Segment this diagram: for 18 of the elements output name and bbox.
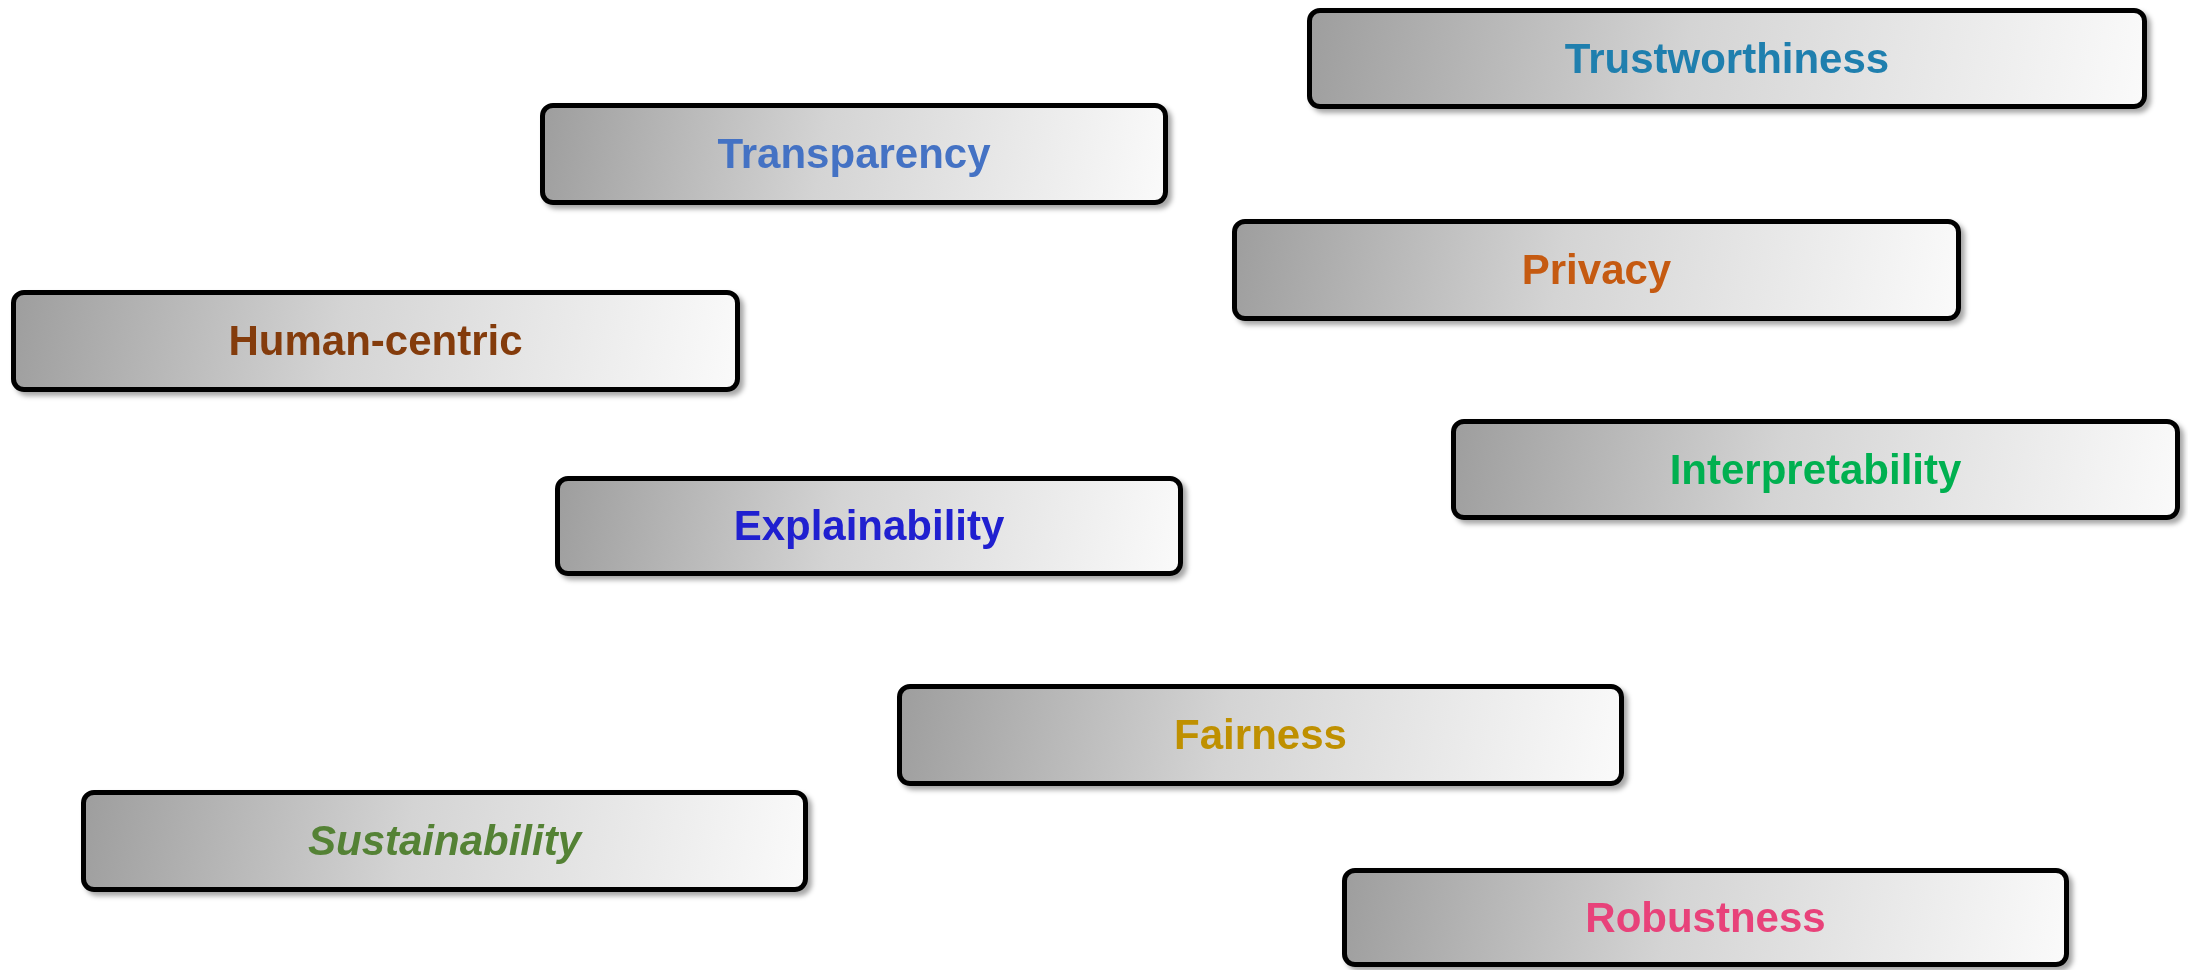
label-box bbox=[897, 684, 1624, 786]
box-label: Transparency bbox=[717, 130, 991, 178]
label-box bbox=[1307, 8, 2147, 109]
box-label: Robustness bbox=[1585, 893, 1826, 942]
box-label: Trustworthiness bbox=[1564, 34, 1890, 83]
box-label: Fairness bbox=[1174, 711, 1347, 759]
label-box bbox=[1451, 419, 2180, 520]
box-label: Human-centric bbox=[228, 317, 523, 365]
label-box bbox=[555, 476, 1183, 576]
label-box bbox=[1342, 868, 2069, 967]
label-box bbox=[1232, 219, 1961, 321]
box-label: Interpretability bbox=[1669, 445, 1962, 494]
label-box bbox=[540, 103, 1168, 205]
box-label: Explainability bbox=[733, 502, 1005, 550]
label-box bbox=[81, 790, 808, 892]
label-box bbox=[11, 290, 740, 392]
box-label: Sustainability bbox=[307, 817, 582, 865]
box-label: Privacy bbox=[1521, 246, 1672, 294]
